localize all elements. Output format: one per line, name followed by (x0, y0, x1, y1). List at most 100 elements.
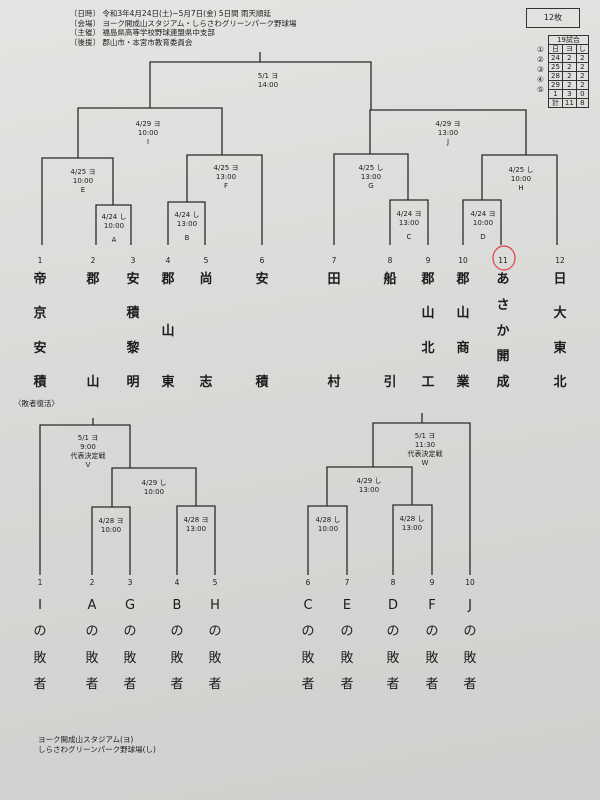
slot-number: 10 (465, 578, 475, 587)
line-A (95, 204, 132, 245)
line-C (389, 199, 429, 245)
line-F (186, 154, 263, 245)
match-note: 代表決定戦 (70, 452, 106, 460)
slot-number: 6 (305, 578, 311, 587)
info-row-host: 〔主催〕 福島県高等学校野球連盟県中支部 (70, 28, 297, 38)
team-name-char: 尚 (199, 272, 213, 287)
team-name-char: 郡 (421, 272, 435, 287)
slot-label-char: 敗 (208, 650, 222, 666)
team-name-char: 東 (161, 375, 175, 390)
match-time: 10:00 (317, 525, 339, 533)
team-name-char: 日 (553, 272, 567, 287)
match-date: 5/1 ヨ (414, 432, 436, 440)
slot-label-char: 敗 (170, 650, 184, 666)
team-name: 郡山商業 (456, 272, 469, 390)
team-name: 田村 (327, 272, 340, 390)
slot-label-char: J (468, 598, 472, 613)
slot-number: 5 (212, 578, 218, 587)
slot-label-char: の (386, 624, 400, 640)
team-name: 尚志 (199, 272, 212, 390)
line-G (333, 153, 409, 245)
info-value: ヨーク開成山スタジアム・しらさわグリーンパーク野球場 (102, 18, 297, 28)
team-name: あさか開成 (496, 272, 509, 390)
slot-label-char: 敗 (85, 650, 99, 666)
team-name-char: 山 (161, 323, 175, 339)
slot-label-char: B (172, 598, 182, 613)
slot-number: 2 (89, 578, 95, 587)
team-name-char: 工 (421, 374, 435, 390)
team-name-char: 村 (327, 375, 341, 390)
match-time: 10:00 (472, 219, 494, 227)
team-name-char: 明 (126, 374, 140, 390)
slot-number: 7 (344, 578, 350, 587)
team-name-char: 引 (383, 375, 397, 390)
match-date: 4/29 ヨ (435, 120, 461, 128)
slot-label-char: H (210, 598, 220, 613)
team-name-char: 山 (456, 306, 470, 322)
match-time: 14:00 (257, 81, 279, 89)
info-label: 〔主催〕 (70, 28, 100, 37)
match-time: 9:00 (80, 443, 96, 451)
match-date: 4/25 し (508, 166, 534, 174)
row-mark: ① (537, 45, 544, 54)
match-id: C (406, 233, 412, 241)
slot-label-char: 敗 (386, 650, 400, 666)
match-date: 4/28 し (315, 516, 341, 524)
slot-label-char: の (463, 624, 477, 640)
slot-label-char: I (38, 598, 42, 613)
team-name-char: 商 (456, 340, 470, 356)
copies-badge: 12枚 (526, 8, 580, 28)
team-name-char: 安 (255, 272, 269, 287)
match-time: 10:00 (137, 129, 159, 137)
match-time: 13:00 (360, 173, 382, 181)
seed-number: 6 (259, 256, 265, 265)
match-id: A (111, 236, 117, 244)
slot-number: 8 (390, 578, 396, 587)
slot-label-char: 者 (123, 676, 137, 692)
line-r1 (307, 505, 348, 575)
team-name-char: 業 (456, 374, 470, 390)
match-id: B (184, 234, 190, 242)
team-name: 郡山 (86, 272, 99, 390)
match-time: 13:00 (185, 525, 207, 533)
info-label: 〔後援〕 (70, 37, 100, 47)
match-id: G (368, 182, 374, 190)
team-name-char: か (496, 323, 510, 339)
team-name-char: 志 (199, 375, 213, 390)
line-J (369, 109, 527, 155)
team-name-char: 安 (126, 272, 140, 287)
slot-label-char: F (428, 598, 436, 613)
venue-legend-shi: しらさわグリーンパーク野球場(し) (38, 744, 156, 754)
venue-legend: ヨーク開成山スタジアム(ヨ) しらさわグリーンパーク野球場(し) (38, 735, 156, 754)
team-name-char: 黎 (126, 340, 140, 356)
match-date: 4/24 し (174, 211, 200, 219)
match-date: 4/24 ヨ (396, 210, 422, 218)
match-id: E (80, 186, 86, 194)
seed-number: 2 (90, 256, 96, 265)
match-date: 4/28 し (399, 515, 425, 523)
seed-number: 8 (387, 256, 393, 265)
match-time: 13:00 (401, 524, 423, 532)
match-time: 10:00 (143, 488, 165, 496)
seed-number: 7 (331, 256, 337, 265)
match-id: J (446, 138, 450, 146)
slot-label-char: 敗 (301, 650, 315, 666)
slot-label-char: 敗 (340, 650, 354, 666)
cell: 8 (575, 98, 589, 108)
slot-label-char: 者 (340, 676, 354, 692)
team-name-char: 積 (33, 374, 47, 390)
